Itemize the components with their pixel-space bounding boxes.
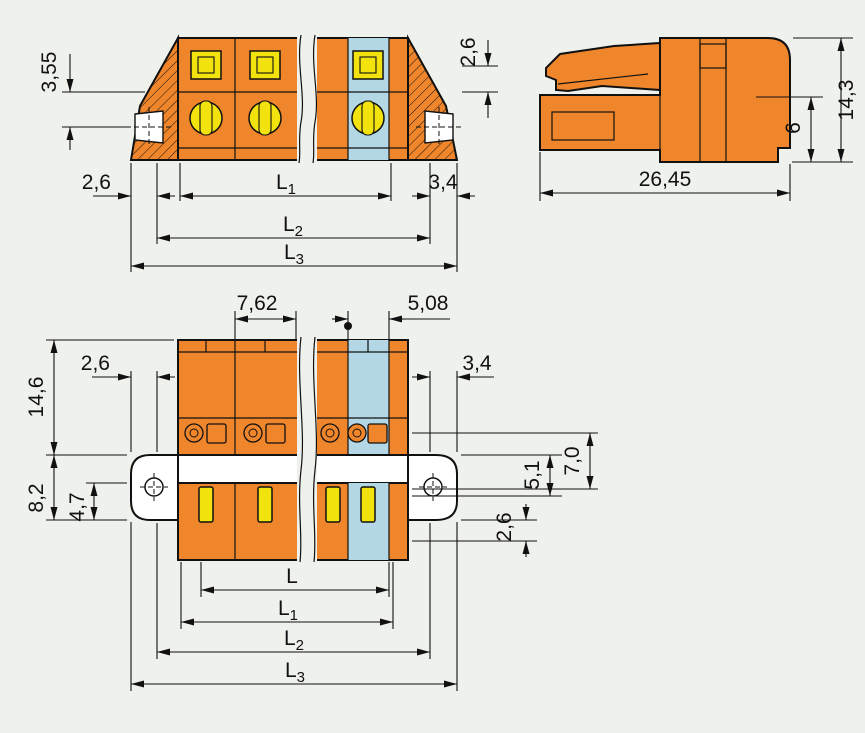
dim-label-14-3: 14,3 — [835, 80, 858, 121]
dim-2-6-left-bottom: 2,6 — [81, 352, 175, 452]
side-view: 26,45 14,3 6 — [539, 37, 858, 201]
break-gap-bottom — [297, 337, 317, 562]
break-line-right — [312, 34, 318, 164]
dim-label-L1-bottom: L1 — [278, 597, 298, 624]
front-view-top: 3,55 2,6 2,6 3,4 — [38, 34, 498, 272]
dim-L3-bottom: L3 — [131, 659, 457, 688]
extension-lines-right-bottom — [412, 432, 598, 542]
dim-3-55: 3,55 — [38, 52, 145, 150]
extension-lines-bottom-view — [130, 522, 458, 691]
dim-5-08: 5,08 — [332, 292, 450, 340]
dim-label-L3-top: L3 — [284, 241, 304, 268]
housing-silhouette — [539, 37, 791, 163]
break-line-left — [298, 34, 304, 164]
dim-8-2: 8,2 — [25, 455, 127, 521]
dim-label-2-6-top: 2,6 — [457, 37, 480, 66]
pole-divider-lines — [178, 38, 408, 160]
dim-label-L-bottom: L — [286, 565, 298, 588]
dim-label-L2-bottom: L2 — [284, 627, 304, 654]
dim-L2-top: L2 — [157, 213, 430, 242]
dim-2-6-right-bottom: 2,6 — [493, 504, 530, 557]
front-view-bottom: 7,62 5,08 2,6 3,4 — [25, 292, 598, 691]
dim-label-8-2: 8,2 — [25, 483, 48, 512]
mounting-hole-mark-right — [416, 107, 462, 147]
dim-L2-bottom: L2 — [157, 627, 430, 656]
clamp-openings — [190, 50, 384, 80]
dim-label-26-45: 26,45 — [639, 168, 692, 191]
dim-label-2-6-left-bottom: 2,6 — [81, 352, 110, 375]
dim-label-6: 6 — [782, 122, 805, 134]
dim-label-3-4-right-bottom: 3,4 — [462, 352, 492, 375]
dim-3-4-right-bottom: 3,4 — [412, 352, 494, 452]
dim-label-3-4-right: 3,4 — [428, 171, 458, 194]
side-inner-lines — [557, 38, 727, 162]
dim-14-3: 14,3 — [792, 37, 858, 163]
snout-slot — [551, 111, 615, 141]
dim-5-1: 5,1 — [521, 455, 554, 496]
dim-label-L2-top: L2 — [283, 213, 303, 240]
dim-label-L3-bottom: L3 — [285, 659, 305, 686]
dim-label-5-08: 5,08 — [408, 292, 449, 315]
break-line-right-bottom — [312, 336, 318, 563]
dim-label-5-1: 5,1 — [521, 460, 544, 489]
dim-4-7: 4,7 — [66, 482, 127, 522]
dim-7-62: 7,62 — [234, 292, 297, 339]
dim-6: 6 — [756, 96, 823, 162]
dim-label-14-6: 14,6 — [25, 377, 48, 418]
mounting-hole-mark-left — [126, 107, 172, 147]
dim-14-6: 14,6 — [25, 339, 174, 456]
dim-26-45: 26,45 — [539, 152, 791, 201]
break-gap — [297, 35, 317, 163]
dim-L3-top: L3 — [131, 241, 457, 270]
dim-7-0: 7,0 — [561, 433, 594, 489]
dim-label-2-6-right-bottom: 2,6 — [493, 512, 516, 541]
dim-label-4-7: 4,7 — [66, 492, 89, 521]
dim-3-4-right: 3,4 — [412, 171, 475, 200]
dim-2-6-left: 2,6 — [82, 171, 175, 200]
dim-L1-bottom: L1 — [181, 597, 393, 626]
mounting-band — [177, 454, 409, 484]
extension-lines-top-view — [130, 163, 458, 272]
reference-dot — [344, 322, 352, 330]
locking-lever — [545, 41, 661, 93]
screw-heads — [189, 100, 385, 136]
dim-label-7-62: 7,62 — [237, 292, 278, 315]
terminal-screws — [184, 423, 388, 444]
dim-label-3-55: 3,55 — [38, 52, 61, 93]
dim-2-6-top: 2,6 — [457, 37, 498, 118]
dim-label-7-0: 7,0 — [561, 446, 584, 475]
dim-label-2-6-left: 2,6 — [82, 171, 111, 194]
locking-slots — [198, 486, 376, 523]
pole-divider-lines-bottom — [178, 340, 408, 560]
break-line-left-bottom — [298, 336, 304, 563]
dim-L1-top: L1 — [180, 171, 391, 200]
dim-label-L1-top: L1 — [276, 171, 296, 198]
dim-L-bottom: L — [201, 565, 389, 594]
